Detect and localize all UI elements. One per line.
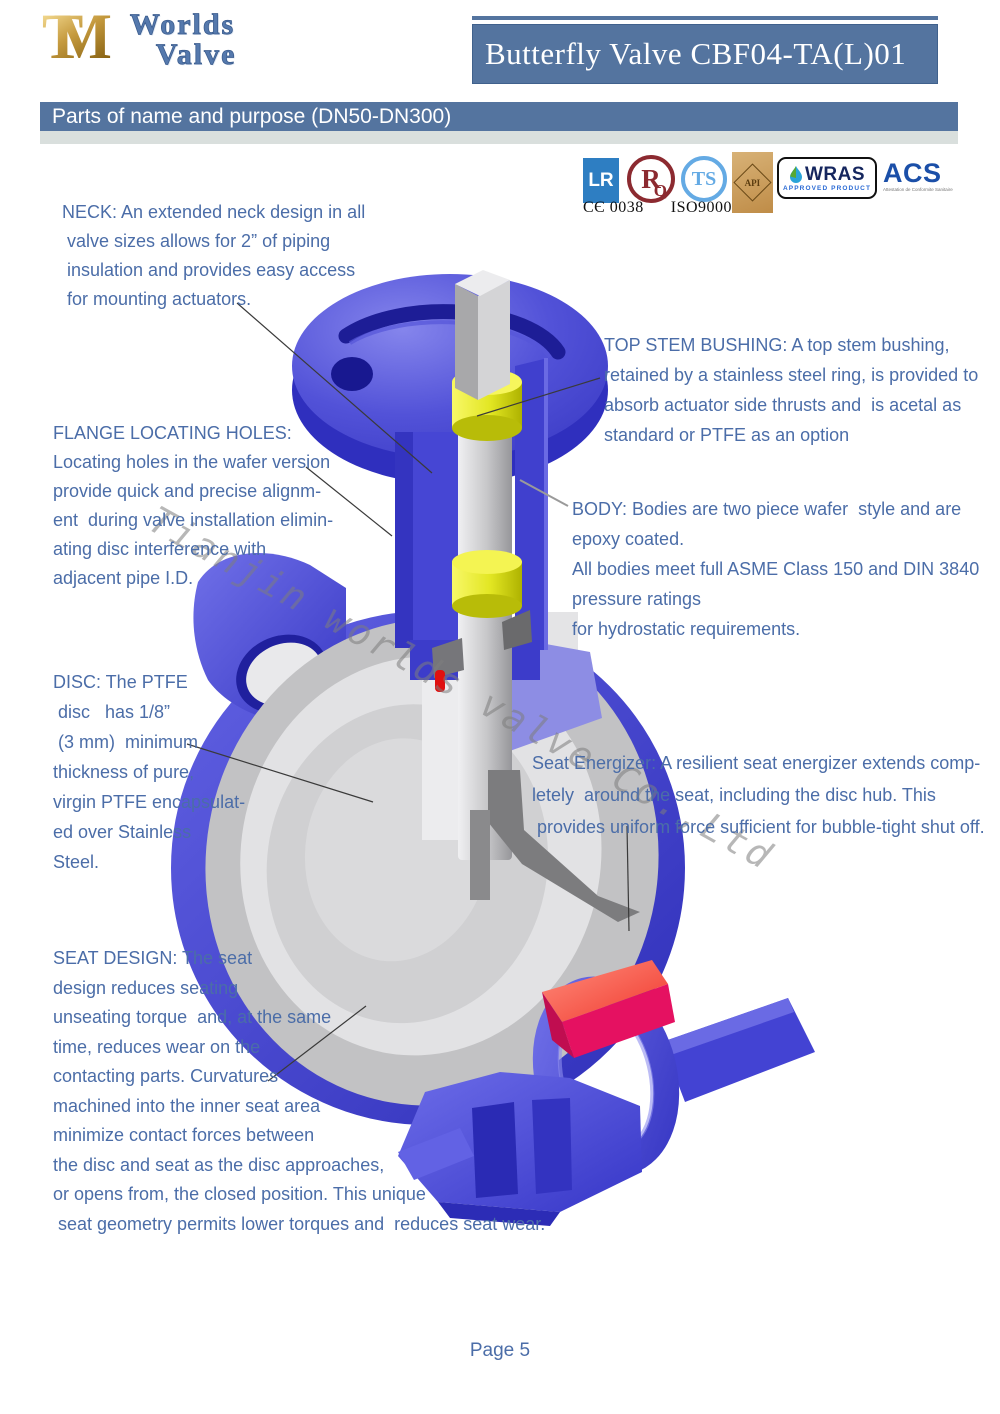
stem-o-ring bbox=[435, 670, 445, 692]
disc-hub bbox=[488, 770, 640, 922]
callout-body: BODY: Bodies are two piece wafer style a… bbox=[572, 499, 980, 639]
page-number: Page 5 bbox=[469, 1340, 531, 1361]
api-diamond: API bbox=[733, 163, 772, 202]
wras-title: WRAS bbox=[804, 163, 866, 185]
acs-badge: ACS Attestation de Conformite Sanitaire bbox=[883, 158, 955, 193]
wras-subtitle: APPROVED PRODUCT bbox=[782, 184, 872, 192]
callout-disc: DISC: The PTFE disc has 1/8” (3 mm) mini… bbox=[53, 672, 246, 872]
callout-seat-design: SEAT DESIGN: The seat design reduces sea… bbox=[53, 948, 546, 1234]
callout-seat-energizer: Seat Energizer: A resilient seat energiz… bbox=[532, 753, 985, 837]
bottom-flange-foot bbox=[398, 1072, 642, 1226]
stem-packing-left bbox=[432, 638, 464, 678]
lloyds-register-icon: LR bbox=[583, 158, 619, 203]
stem-packing bbox=[502, 610, 532, 650]
water-droplet-icon bbox=[789, 166, 802, 183]
api-label: API bbox=[744, 177, 761, 188]
callout-top-stem-bushing: TOP STEM BUSHING: A top stem bushing, re… bbox=[604, 335, 979, 445]
tm-monogram-icon: TM bbox=[42, 4, 116, 69]
callout-neck: NECK: An extended neck design in all val… bbox=[62, 202, 366, 309]
valve-stem bbox=[458, 398, 512, 860]
company-logo: TM Worlds Valve bbox=[42, 4, 237, 71]
api-monogram-icon: API bbox=[732, 152, 773, 213]
extended-neck bbox=[395, 358, 548, 680]
logo-line-valve: Valve bbox=[155, 38, 237, 71]
lower-stem-bushing bbox=[452, 550, 522, 618]
rq-letter: R bbox=[641, 163, 661, 194]
rq-certification-icon: R Q bbox=[627, 155, 675, 203]
seat-energizer bbox=[542, 960, 675, 1058]
acs-subtitle: Attestation de Conformite Sanitaire bbox=[883, 187, 953, 192]
section-header: Parts of name and purpose (DN50-DN300) bbox=[40, 102, 958, 131]
certification-row: LR R Q TS API WRAS APPROVED PRODUCT ACS … bbox=[583, 152, 958, 218]
rq-sub-letter: Q bbox=[653, 181, 667, 200]
stem-square-head bbox=[455, 270, 510, 400]
ce-iso-line: CЄ 0038 ISO9000 bbox=[583, 199, 732, 217]
callout-flange-locating-holes: FLANGE LOCATING HOLES: Locating holes in… bbox=[53, 423, 334, 588]
body-lower-edge bbox=[662, 998, 815, 1102]
section-subbar bbox=[40, 131, 958, 144]
acs-title: ACS bbox=[883, 158, 942, 188]
ce-mark-icon: CЄ bbox=[583, 199, 606, 216]
wras-approved-badge: WRAS APPROVED PRODUCT bbox=[777, 157, 877, 199]
logo-line-worlds: Worlds bbox=[129, 8, 236, 41]
iso-label: ISO9000 bbox=[670, 199, 733, 216]
product-title-block: Butterfly Valve CBF04-TA(L)01 bbox=[472, 16, 938, 84]
hub-shadow bbox=[470, 810, 490, 900]
title-rule bbox=[472, 16, 938, 20]
ts-certification-icon: TS bbox=[681, 156, 727, 202]
ce-number: 0038 bbox=[609, 199, 644, 216]
product-title: Butterfly Valve CBF04-TA(L)01 bbox=[472, 24, 938, 84]
logo-text: Worlds Valve bbox=[129, 8, 237, 71]
